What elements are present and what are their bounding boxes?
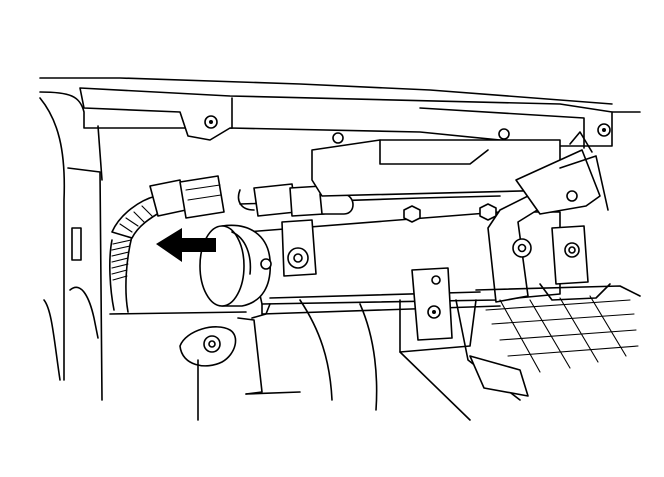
right-bracket-assembly — [487, 131, 609, 303]
wiring-connector-icon — [179, 175, 354, 219]
mounting-bracket-icon — [281, 219, 317, 277]
bolt-icon — [204, 115, 611, 137]
left-side-trim — [39, 97, 103, 401]
column-end-cap — [199, 224, 272, 307]
lower-mount-plate — [109, 311, 301, 421]
lower-bracket — [399, 267, 477, 421]
floor-grid — [475, 283, 641, 373]
nut-icon — [403, 203, 497, 223]
upper-dash-panel — [39, 77, 641, 149]
knee-bolster — [251, 299, 529, 411]
direction-arrow-icon — [156, 228, 216, 262]
